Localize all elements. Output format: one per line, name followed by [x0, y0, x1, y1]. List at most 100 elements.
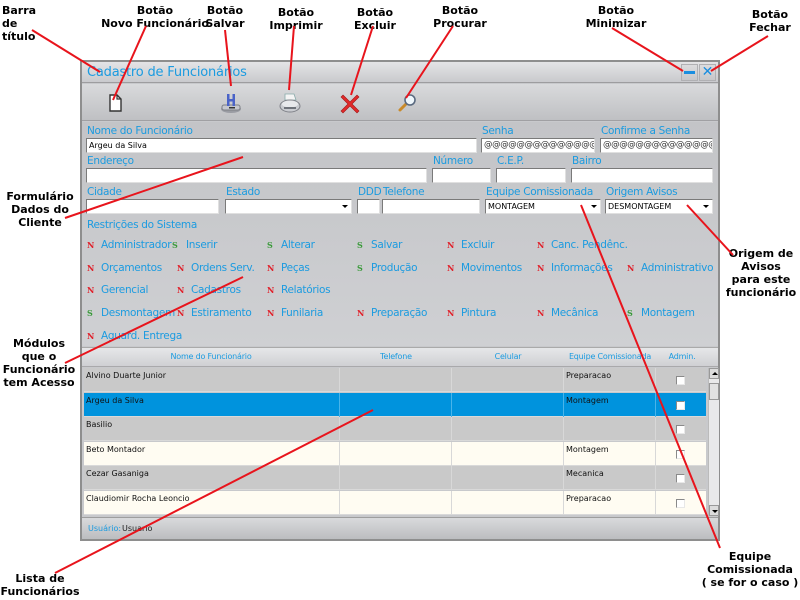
permission-item[interactable]: N Cadastros — [177, 284, 241, 296]
permission-label: Salvar — [371, 239, 403, 251]
permission-flag[interactable]: S — [357, 263, 363, 273]
permission-flag[interactable]: N — [87, 240, 95, 250]
confirm-password-input[interactable]: @@@@@@@@@@@@@@@@ — [600, 138, 713, 153]
permission-label: Inserir — [186, 239, 218, 251]
admin-checkbox[interactable] — [676, 376, 685, 385]
notice-origin-select[interactable]: DESMONTAGEM — [605, 199, 713, 214]
vertical-scrollbar[interactable] — [708, 368, 719, 516]
permission-flag[interactable]: N — [537, 263, 545, 273]
print-button[interactable] — [277, 90, 303, 116]
column-header-name[interactable]: Nome do Funcionário — [170, 352, 252, 361]
commissioned-team-select[interactable]: MONTAGEM — [485, 199, 601, 214]
column-header-commissioned-team[interactable]: Equipe Comissionada — [568, 352, 652, 361]
permission-flag[interactable]: N — [87, 331, 95, 341]
permission-flag[interactable]: S — [87, 308, 93, 318]
name-input[interactable]: Argeu da Silva — [86, 138, 477, 153]
permission-item[interactable]: S Salvar — [357, 239, 402, 251]
number-input[interactable] — [432, 168, 491, 183]
new-employee-button[interactable] — [102, 90, 128, 116]
password-input[interactable]: @@@@@@@@@@@@@@@@ — [481, 138, 595, 153]
permission-item[interactable]: N Estiramento — [177, 307, 252, 319]
admin-checkbox[interactable] — [676, 425, 685, 435]
permission-flag[interactable]: N — [447, 308, 455, 318]
permission-flag[interactable]: N — [267, 285, 275, 295]
permission-flag[interactable]: N — [267, 263, 275, 273]
permission-flag[interactable]: N — [447, 263, 455, 273]
address-input[interactable] — [86, 168, 427, 183]
permission-label: Cadastros — [191, 284, 241, 296]
minimize-button[interactable] — [681, 64, 698, 81]
phone-input[interactable] — [382, 199, 480, 214]
permission-flag[interactable]: N — [627, 263, 635, 273]
permission-flag[interactable]: N — [177, 308, 185, 318]
permission-flag[interactable]: N — [357, 308, 365, 318]
permission-label: Administrativo — [641, 262, 714, 274]
window-title: Cadastro de Funcionários — [87, 65, 247, 80]
permission-flag[interactable]: N — [447, 240, 455, 250]
zip-label: C.E.P. — [497, 155, 524, 167]
search-button[interactable] — [394, 90, 420, 116]
permission-flag[interactable]: S — [627, 308, 633, 318]
permission-flag[interactable]: S — [357, 240, 363, 250]
city-input[interactable] — [86, 199, 219, 214]
delete-button[interactable] — [337, 90, 363, 116]
permission-flag[interactable]: N — [87, 263, 95, 273]
scroll-down-button[interactable] — [709, 505, 719, 516]
annotation-modules: Módulos que o Funcionário tem Acesso — [2, 337, 76, 389]
area-code-input[interactable] — [357, 199, 380, 214]
permission-flag[interactable]: S — [172, 240, 178, 250]
admin-checkbox[interactable] — [676, 499, 685, 508]
zip-input[interactable] — [496, 168, 566, 183]
permission-flag[interactable]: S — [267, 240, 273, 250]
admin-checkbox[interactable] — [676, 449, 685, 459]
save-button[interactable] — [218, 90, 244, 116]
permission-item[interactable]: N Administrativo — [627, 262, 714, 274]
district-input[interactable] — [571, 168, 713, 183]
state-select[interactable] — [225, 199, 352, 214]
confirm-password-label: Confirme a Senha — [601, 125, 691, 137]
permission-flag[interactable]: N — [87, 285, 95, 295]
close-button[interactable]: ✕ — [699, 64, 716, 81]
column-header-admin[interactable]: Admin. — [668, 352, 696, 361]
column-header-phone[interactable]: Telefone — [380, 352, 412, 361]
permission-item[interactable]: S Inserir — [172, 239, 217, 251]
scroll-thumb[interactable] — [709, 383, 719, 400]
scroll-up-button[interactable] — [709, 368, 719, 379]
column-header-mobile[interactable]: Celular — [494, 352, 522, 361]
permission-flag[interactable]: N — [177, 263, 185, 273]
admin-checkbox[interactable] — [676, 400, 685, 410]
table-row[interactable]: Basilio — [84, 417, 706, 442]
permission-flag[interactable]: N — [537, 308, 545, 318]
permission-flag[interactable]: N — [267, 308, 275, 318]
permission-flag[interactable]: N — [177, 285, 185, 295]
permission-flag[interactable]: N — [537, 240, 545, 250]
title-bar[interactable]: Cadastro de Funcionários ✕ — [82, 62, 718, 83]
permission-label: Estiramento — [191, 307, 252, 319]
admin-checkbox[interactable] — [676, 474, 685, 484]
cell-name: Cezar Gasaniga — [84, 466, 340, 491]
